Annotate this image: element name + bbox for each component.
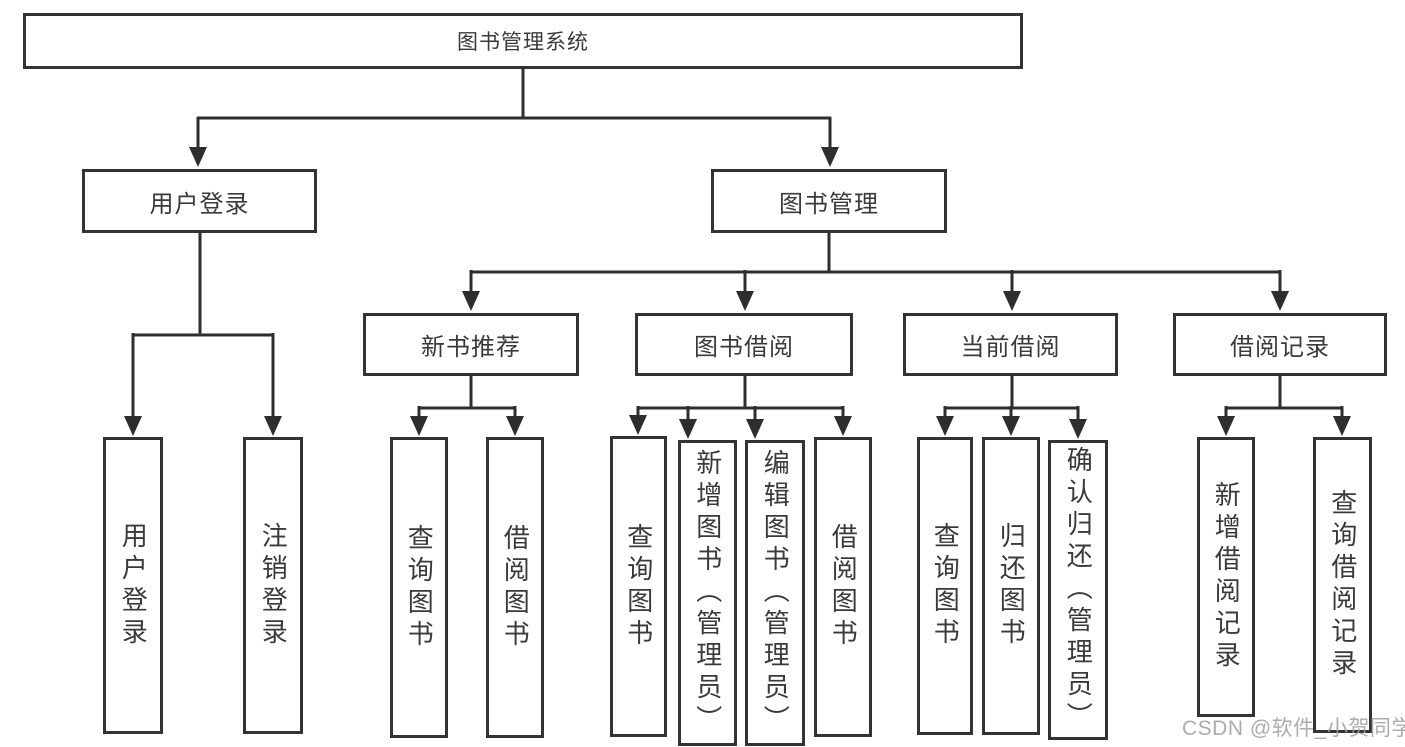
connector-book-mgmt-split [469,232,1282,294]
leaf-edit-book-admin-label: 编辑图书（管理员） [760,449,791,737]
leaf-logout-label: 注销登录 [258,521,289,650]
connector-borrow-records-split [1224,375,1344,419]
leaf-add-borrow-record: 新增借阅记录 [1197,437,1255,717]
connector-current-borrow-split [943,375,1080,422]
csdn-watermark: CSDN @软件_小贺同学 [1182,717,1405,740]
node-root-system-label: 图书管理系统 [457,31,589,54]
leaf-borrow-book-recommend: 借阅图书 [486,437,544,738]
node-current-borrow-label: 当前借阅 [960,334,1061,361]
leaf-query-book-recommend-label: 查询图书 [404,523,435,652]
connector-user-login-split [131,232,275,419]
leaf-query-borrow-record-label: 查询借阅记录 [1327,489,1358,681]
leaf-user-login: 用户登录 [103,437,163,734]
leaf-confirm-return-admin: 确认归还（管理员） [1048,440,1108,740]
leaf-query-book-current-label: 查询图书 [930,522,961,650]
leaf-query-book-recommend: 查询图书 [390,437,448,738]
node-book-borrow-label: 图书借阅 [694,334,794,361]
node-borrow-records: 借阅记录 [1173,313,1387,376]
node-new-book-recommend-label: 新书推荐 [421,334,521,361]
node-borrow-records-label: 借阅记录 [1230,334,1330,361]
connector-new-book-rec-split [417,375,517,419]
leaf-logout: 注销登录 [243,437,303,734]
leaf-query-book-current: 查询图书 [917,437,973,735]
leaf-add-book-admin-label: 新增图书（管理员） [692,449,723,737]
leaf-query-book-borrow: 查询图书 [610,436,667,737]
leaf-add-borrow-record-label: 新增借阅记录 [1211,481,1242,673]
leaf-borrow-book-recommend-label: 借阅图书 [500,523,531,652]
node-book-management-label: 图书管理 [779,190,879,218]
leaf-edit-book-admin: 编辑图书（管理员） [745,440,805,746]
node-new-book-recommend: 新书推荐 [363,313,579,376]
node-book-management: 图书管理 [711,169,947,233]
node-user-login-label: 用户登录 [149,190,250,218]
node-current-borrow: 当前借阅 [903,313,1118,376]
node-root-system: 图书管理系统 [23,13,1023,69]
leaf-return-book: 归还图书 [982,437,1040,735]
leaf-borrow-book-borrow-label: 借阅图书 [828,523,859,651]
node-book-borrow: 图书借阅 [635,313,853,376]
leaf-query-borrow-record: 查询借阅记录 [1313,437,1372,733]
node-user-login: 用户登录 [82,169,317,233]
leaf-add-book-admin: 新增图书（管理员） [678,440,737,746]
leaf-user-login-label: 用户登录 [118,521,149,650]
leaf-return-book-label: 归还图书 [996,522,1027,650]
connector-root-split [196,67,832,150]
leaf-query-book-borrow-label: 查询图书 [623,522,654,651]
leaf-borrow-book-borrow: 借阅图书 [814,437,872,737]
leaf-confirm-return-admin-label: 确认归还（管理员） [1063,446,1094,734]
connector-book-borrow-split [636,375,845,422]
